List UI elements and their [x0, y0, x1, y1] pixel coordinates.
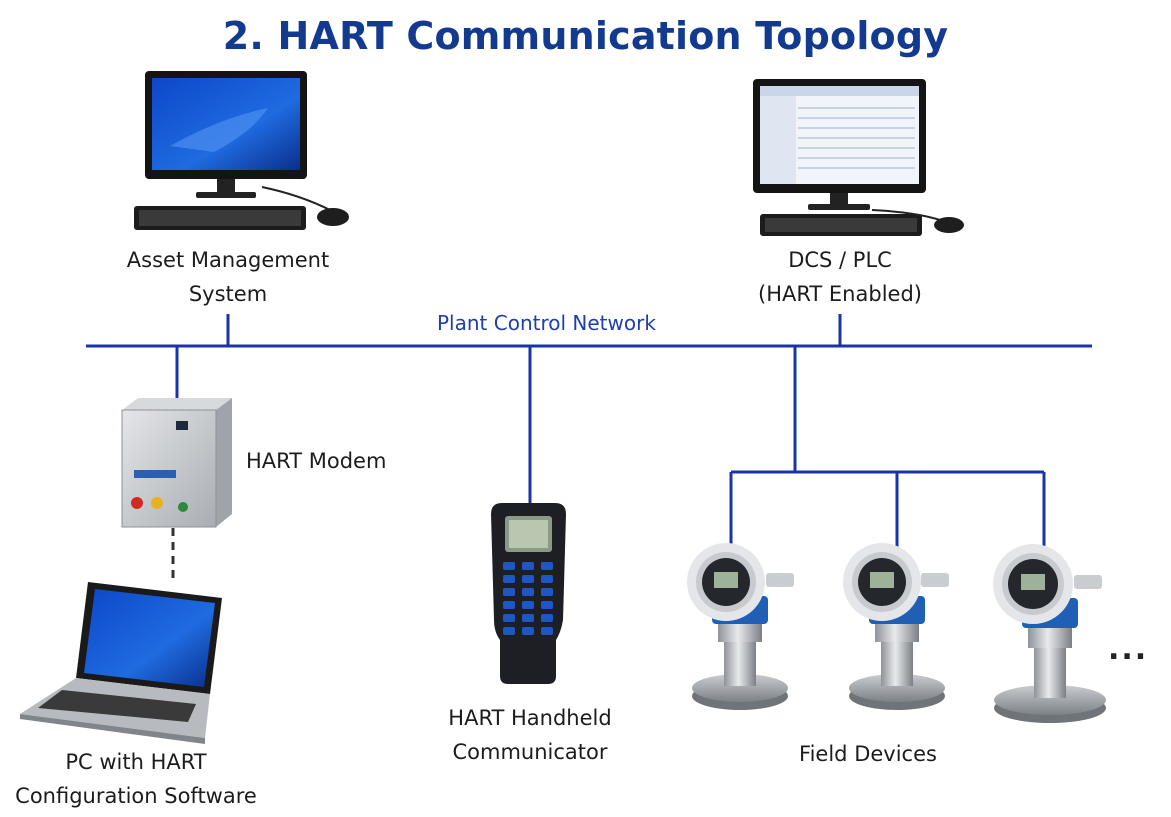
more-devices-indicator: ...	[1108, 632, 1149, 667]
pressure-transmitter-icon	[843, 543, 949, 710]
pressure-transmitter-icon	[687, 543, 794, 710]
network-lines	[86, 314, 1092, 548]
handheld-communicator-icon	[491, 503, 566, 684]
modem-icon	[121, 398, 232, 528]
pc-software-label: PC with HART Configuration Software	[15, 750, 257, 808]
dcs-plc-label: DCS / PLC (HART Enabled)	[758, 248, 922, 306]
asset-management-label: Asset Management System	[126, 248, 330, 306]
hart-modem-label: HART Modem	[246, 449, 387, 473]
laptop-icon	[20, 582, 222, 744]
desktop-computer-icon	[134, 71, 349, 230]
pressure-transmitter-icon	[993, 544, 1106, 723]
desktop-computer-icon	[753, 79, 964, 236]
network-label: Plant Control Network	[437, 311, 656, 335]
handheld-label: HART Handheld Communicator	[448, 706, 612, 764]
field-devices-label: Field Devices	[799, 742, 937, 766]
page-title: 2. HART Communication Topology	[222, 14, 949, 58]
